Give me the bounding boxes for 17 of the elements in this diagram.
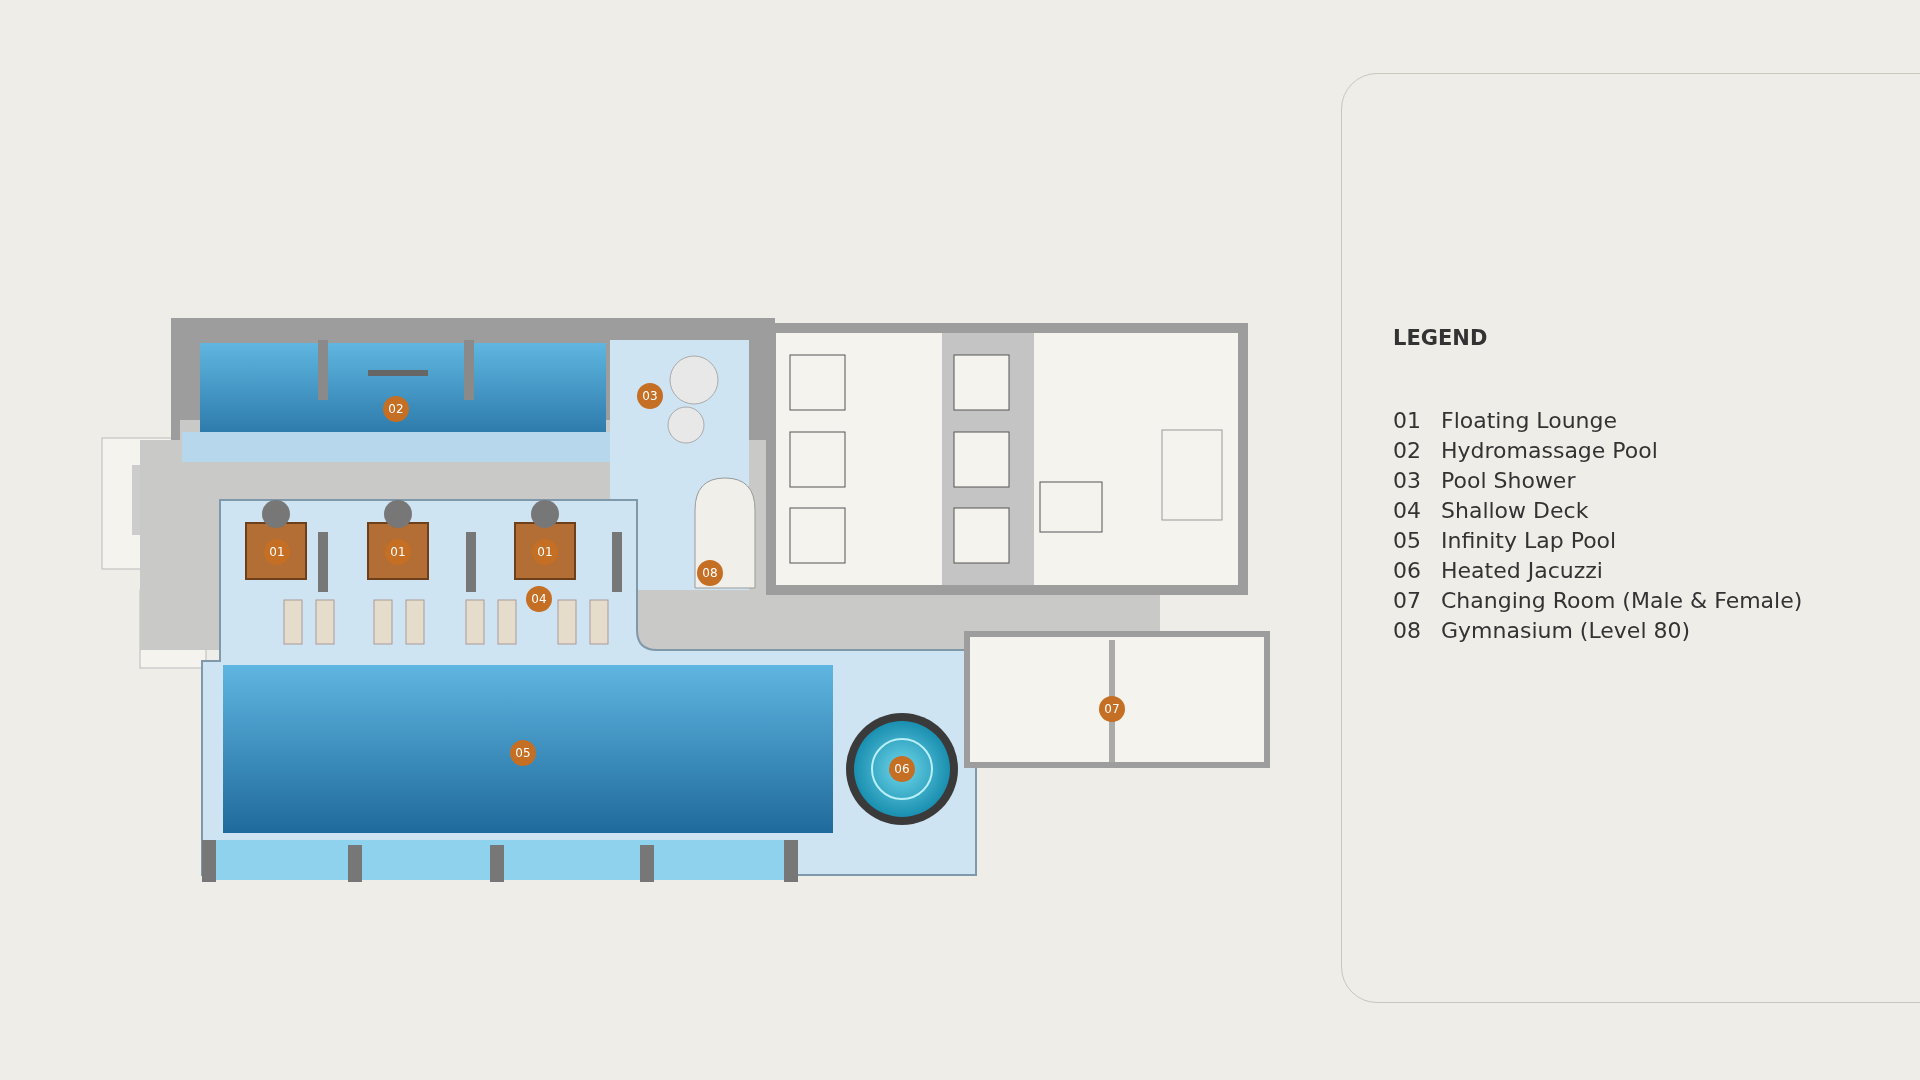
legend-entry: Hydromassage Pool [1441, 438, 1658, 463]
legend-number: 07 [1393, 588, 1421, 613]
legend-number: 03 [1393, 468, 1421, 493]
legend-number: 01 [1393, 408, 1421, 433]
legend-number: 06 [1393, 558, 1421, 583]
legend-entry: Floating Lounge [1441, 408, 1618, 433]
legend-number: 05 [1393, 528, 1421, 553]
legend-entry: Infinity Lap Pool [1441, 528, 1617, 553]
legend-entry: Heated Jacuzzi [1441, 558, 1603, 583]
legend-entry: Shallow Deck [1441, 498, 1589, 523]
legend-heading: LEGEND [1393, 326, 1488, 350]
legend-entry: Changing Room (Male & Female) [1441, 588, 1803, 613]
legend-entry: Gymnasium (Level 80) [1441, 618, 1691, 643]
legend-number: 08 [1393, 618, 1421, 643]
legend-entry: Pool Shower [1441, 468, 1576, 493]
legend-number: 04 [1393, 498, 1421, 523]
legend-number: 02 [1393, 438, 1421, 463]
